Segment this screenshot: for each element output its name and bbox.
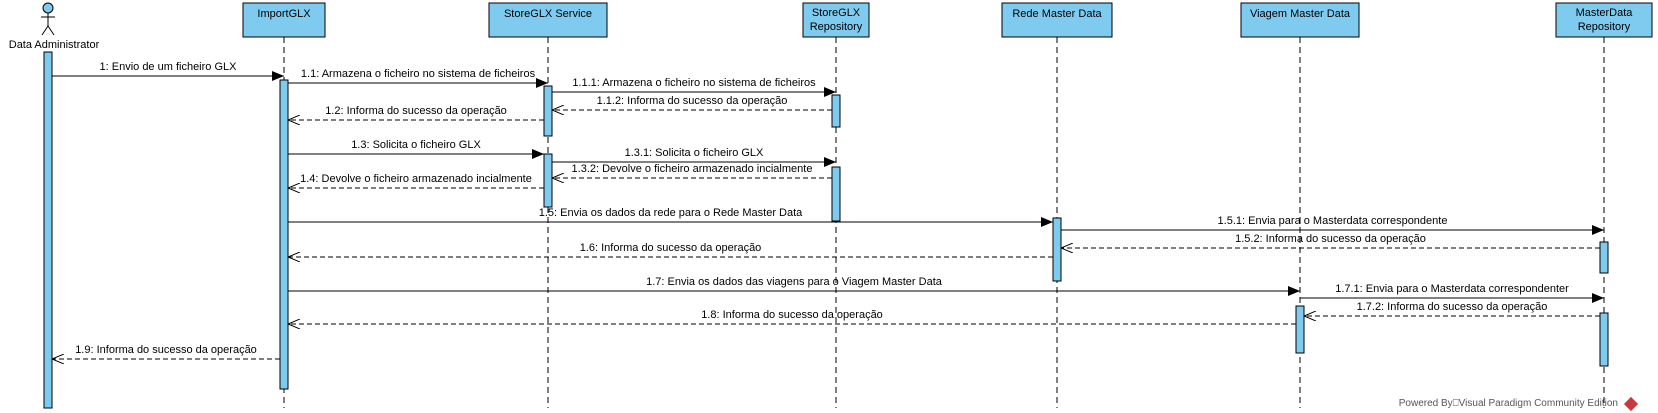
activation-bar-storeglx-service <box>543 153 553 208</box>
lifeline-title-line: StoreGLX Service <box>504 8 592 20</box>
lifeline-header-viagem-master-data[interactable]: Viagem Master Data <box>1240 2 1360 38</box>
message-label: 1.3.2: Devolve o ficheiro armazenado inc… <box>572 163 813 175</box>
message-15[interactable]: 1.7.1: Envia para o Masterdata correspon… <box>1300 283 1604 303</box>
lifeline-title-line: MasterData <box>1576 7 1634 19</box>
footer-text: Powered By⎕Visual Paradigm Community Edi… <box>1398 398 1618 409</box>
activation-bar-rede-master-data <box>1052 217 1062 282</box>
message-label: 1: Envio de um ficheiro GLX <box>100 61 238 73</box>
activation-bar-masterdata-repository <box>1599 241 1609 274</box>
lifeline-header-storeglx-service[interactable]: StoreGLX Service <box>488 2 608 38</box>
message-2[interactable]: 1.1: Armazena o ficheiro no sistema de f… <box>288 68 548 88</box>
activation-bar-storeglx-repository <box>831 166 841 222</box>
message-3[interactable]: 1.1.1: Armazena o ficheiro no sistema de… <box>552 77 836 97</box>
message-label: 1.4: Devolve o ficheiro armazenado incia… <box>300 173 532 185</box>
message-label: 1.3.1: Solicita o ficheiro GLX <box>625 147 764 159</box>
lifeline-title-line: Viagem Master Data <box>1250 8 1351 20</box>
footer: Powered By⎕Visual Paradigm Community Edi… <box>1398 396 1639 411</box>
lifeline-title-line: Repository <box>810 21 863 33</box>
visual-paradigm-logo-icon <box>1623 396 1639 411</box>
message-label: 1.2: Informa do sucesso da operação <box>325 105 507 117</box>
message-4[interactable]: 1.1.2: Informa do sucesso da operação <box>552 95 832 110</box>
activation-bar-storeglx-repository <box>831 94 841 128</box>
message-16[interactable]: 1.7.2: Informa do sucesso da operação <box>1304 301 1600 316</box>
message-18[interactable]: 1.9: Informa do sucesso da operação <box>52 344 280 359</box>
lifeline-header-rede-master-data[interactable]: Rede Master Data <box>1001 2 1113 38</box>
message-label: 1.5.2: Informa do sucesso da operação <box>1235 233 1426 245</box>
message-label: 1.9: Informa do sucesso da operação <box>75 344 257 356</box>
message-label: 1.7.1: Envia para o Masterdata correspon… <box>1335 283 1569 295</box>
message-label: 1.7.2: Informa do sucesso da operação <box>1357 301 1548 313</box>
message-13[interactable]: 1.6: Informa do sucesso da operação <box>288 242 1053 257</box>
message-9[interactable]: 1.4: Devolve o ficheiro armazenado incia… <box>288 173 544 188</box>
lifeline-header-importglx[interactable]: ImportGLX <box>242 2 326 38</box>
message-label: 1.3: Solicita o ficheiro GLX <box>351 139 481 151</box>
activation-bar-actor <box>43 51 53 409</box>
message-17[interactable]: 1.8: Informa do sucesso da operação <box>288 309 1296 324</box>
actor-name: Data Administrator <box>9 39 100 51</box>
message-6[interactable]: 1.3: Solicita o ficheiro GLX <box>288 139 544 159</box>
message-label: 1.1: Armazena o ficheiro no sistema de f… <box>301 68 536 80</box>
message-8[interactable]: 1.3.2: Devolve o ficheiro armazenado inc… <box>552 163 832 178</box>
message-label: 1.5: Envia os dados da rede para o Rede … <box>539 207 803 219</box>
message-1[interactable]: 1: Envio de um ficheiro GLX <box>52 61 284 81</box>
activation-bar-importglx <box>279 79 289 390</box>
lifeline-title-line: ImportGLX <box>257 8 311 20</box>
lifeline-title-line: StoreGLX <box>812 7 861 19</box>
message-14[interactable]: 1.7: Envia os dados das viagens para o V… <box>288 276 1300 296</box>
message-label: 1.1.1: Armazena o ficheiro no sistema de… <box>572 77 816 89</box>
lifeline-header-storeglx-repository[interactable]: StoreGLX Repository <box>802 2 870 38</box>
actor-icon <box>41 2 55 36</box>
message-10[interactable]: 1.5: Envia os dados da rede para o Rede … <box>288 207 1053 227</box>
message-11[interactable]: 1.5.1: Envia para o Masterdata correspon… <box>1061 215 1604 235</box>
message-label: 1.7: Envia os dados das viagens para o V… <box>646 276 943 288</box>
lifeline-title-line: Rede Master Data <box>1012 8 1102 20</box>
activation-bar-storeglx-service <box>543 85 553 137</box>
message-label: 1.5.1: Envia para o Masterdata correspon… <box>1218 215 1448 227</box>
message-12[interactable]: 1.5.2: Informa do sucesso da operação <box>1061 233 1600 248</box>
message-label: 1.6: Informa do sucesso da operação <box>580 242 762 254</box>
message-label: 1.1.2: Informa do sucesso da operação <box>597 95 788 107</box>
activation-bar-viagem-master-data <box>1295 305 1305 354</box>
lifeline-title-line: Repository <box>1578 21 1631 33</box>
message-7[interactable]: 1.3.1: Solicita o ficheiro GLX <box>552 147 836 167</box>
message-5[interactable]: 1.2: Informa do sucesso da operação <box>288 105 544 120</box>
message-label: 1.8: Informa do sucesso da operação <box>701 309 883 321</box>
activation-bar-masterdata-repository <box>1599 312 1609 367</box>
